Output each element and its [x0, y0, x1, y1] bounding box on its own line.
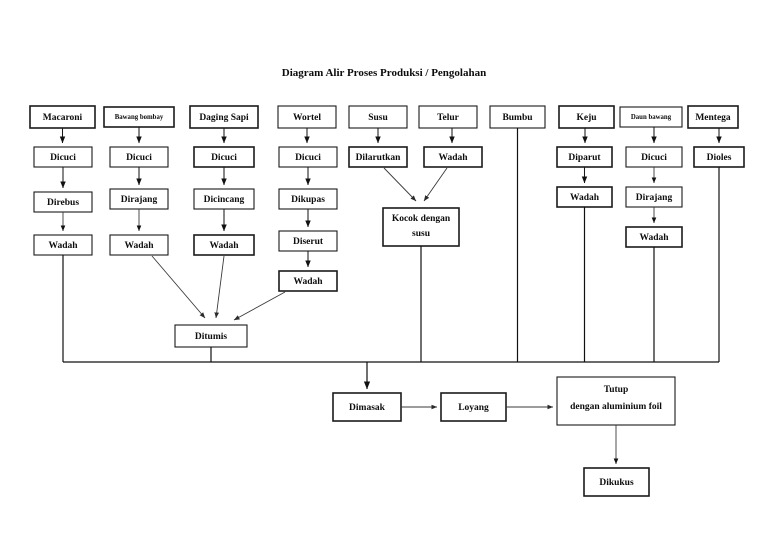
node-daunbawang-wadah-label: Wadah — [639, 233, 669, 243]
node-kocok-dengan-susu-group: Kocok dengan susu — [382, 207, 460, 362]
node-wortel-wadah-label: Wadah — [293, 277, 323, 287]
column-susu: Susu Dilarutkan — [348, 105, 417, 202]
node-telur-wadah[interactable] — [423, 146, 483, 168]
node-keju[interactable] — [558, 105, 615, 129]
node-kocok-dengan-susu[interactable] — [382, 207, 460, 247]
node-dikukus-label: Dikukus — [599, 478, 634, 488]
node-tutup-line1-label: Tutup — [604, 385, 628, 395]
node-kocok-line2-label: susu — [412, 229, 431, 239]
node-susu-dilarutkan[interactable] — [348, 146, 408, 168]
node-daun-bawang-label: Daun bawang — [631, 114, 672, 121]
node-telur-wadah-label: Wadah — [438, 153, 468, 163]
node-daun-bawang[interactable] — [619, 106, 683, 128]
node-bombay-wadah-label: Wadah — [124, 241, 154, 251]
node-mentega[interactable] — [687, 105, 739, 129]
column-bawang-bombay: Bawang bombay Dicuci Dirajang Wadah — [103, 106, 206, 319]
node-daging-sapi-label: Daging Sapi — [199, 113, 249, 123]
node-keju-label: Keju — [576, 113, 597, 123]
column-telur: Telur Wadah — [418, 105, 483, 202]
node-bumbu-label: Bumbu — [502, 113, 533, 123]
node-macaroni-direbus-label: Direbus — [47, 198, 79, 208]
edge-daging-wadah-to-ditumis — [214, 255, 225, 319]
node-mentega-label: Mentega — [695, 113, 731, 123]
column-keju: Keju Diparut Wadah — [556, 105, 615, 362]
column-macaroni: Macaroni Dicuci Direbus Wadah — [29, 105, 96, 362]
page-title: Diagram Alir Proses Produksi / Pengolaha… — [282, 67, 486, 79]
column-wortel: Wortel Dicuci Dikupas Diserut Wadah — [233, 105, 338, 321]
node-daging-dicincang-label: Dicincang — [204, 195, 245, 205]
node-bombay-wadah[interactable] — [109, 234, 169, 256]
node-dikukus[interactable] — [583, 467, 650, 497]
node-loyang-label: Loyang — [458, 403, 489, 413]
column-daun-bawang: Daun bawang Dicuci Dirajang Wadah — [619, 106, 683, 362]
node-daunbawang-dicuci-label: Dicuci — [641, 153, 667, 163]
node-dimasak-label: Dimasak — [349, 403, 386, 413]
edge-telur-wadah-to-kocok — [423, 167, 448, 202]
node-tutup-line2-label: dengan aluminium foil — [570, 402, 662, 412]
node-bombay-dirajang-label: Dirajang — [121, 195, 158, 205]
node-telur-label: Telur — [437, 113, 460, 123]
node-macaroni-wadah-label: Wadah — [48, 241, 78, 251]
node-susu-dilarutkan-label: Dilarutkan — [356, 153, 402, 163]
node-wortel-label: Wortel — [293, 113, 321, 123]
node-keju-diparut-label: Diparut — [568, 153, 601, 163]
node-wortel-dikupas-label: Dikupas — [291, 195, 325, 205]
node-wortel-diserut-label: Diserut — [293, 237, 324, 247]
node-macaroni-dicuci-label: Dicuci — [50, 153, 76, 163]
node-daging-dicuci-label: Dicuci — [211, 153, 237, 163]
node-telur[interactable] — [418, 105, 478, 129]
node-bombay-dicuci-label: Dicuci — [126, 153, 152, 163]
final-chain: Dimasak Loyang Tutup dengan aluminium fo… — [332, 376, 676, 497]
node-bawang-bombay-label: Bawang bombay — [115, 114, 164, 121]
node-daging-wadah-label: Wadah — [209, 241, 239, 251]
node-daging-wadah[interactable] — [193, 234, 255, 256]
column-mentega: Mentega Dioles — [687, 105, 745, 362]
node-keju-wadah-label: Wadah — [570, 193, 600, 203]
node-wortel-wadah[interactable] — [278, 270, 338, 292]
node-susu-label: Susu — [368, 113, 388, 123]
node-tutup-aluminium-foil[interactable] — [556, 376, 676, 426]
node-macaroni-label: Macaroni — [43, 113, 83, 123]
column-daging-sapi: Daging Sapi Dicuci Dicincang Wadah — [189, 105, 259, 319]
node-kocok-line1-label: Kocok dengan — [392, 214, 451, 224]
column-bumbu: Bumbu — [489, 105, 546, 362]
node-daunbawang-dirajang-label: Dirajang — [636, 193, 673, 203]
edge-bombay-wadah-to-ditumis — [151, 255, 206, 319]
edge-dilarutkan-to-kocok — [383, 167, 417, 202]
node-mentega-dioles-label: Dioles — [707, 153, 732, 163]
node-ditumis-label: Ditumis — [195, 332, 228, 342]
node-ditumis-group: Ditumis — [174, 324, 248, 362]
node-wortel-dicuci-label: Dicuci — [295, 153, 321, 163]
edge-wortel-wadah-to-ditumis — [233, 291, 286, 321]
